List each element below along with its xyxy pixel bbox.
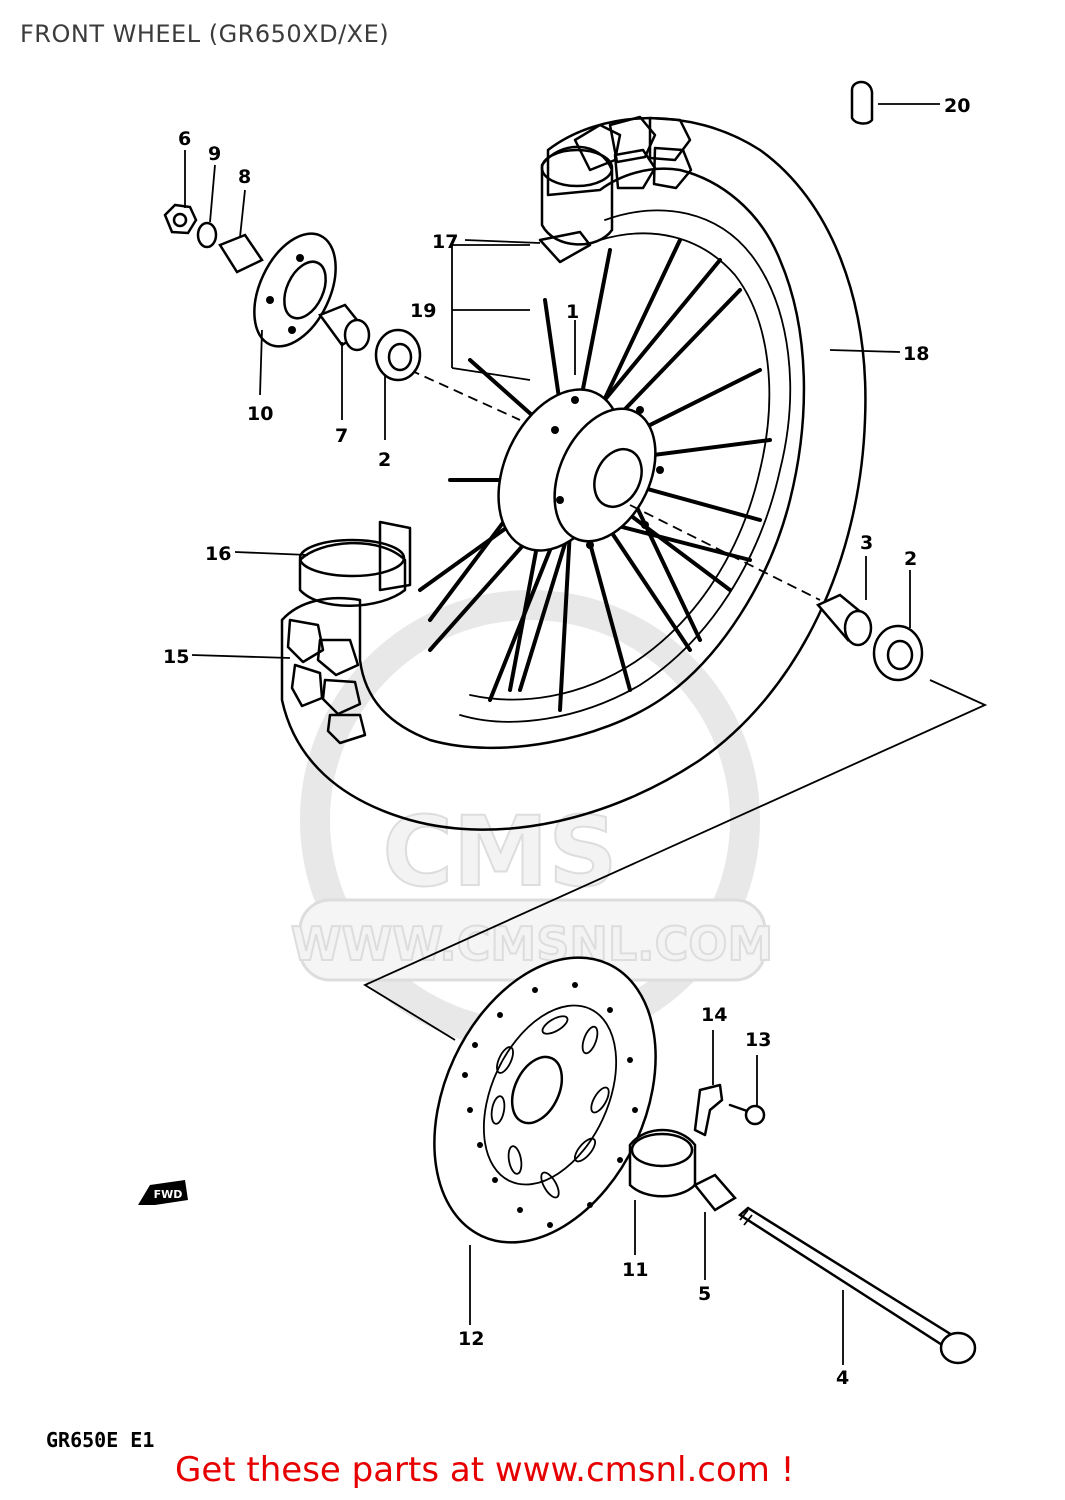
callout-20: 20 bbox=[944, 95, 970, 117]
callout-8: 8 bbox=[238, 166, 251, 188]
forward-direction-badge: FWD bbox=[138, 1180, 188, 1205]
get-parts-link[interactable]: Get these parts at www.cmsnl.com ! bbox=[175, 1450, 795, 1490]
axle-centerline-left bbox=[409, 369, 521, 421]
wheel-hub bbox=[497, 388, 664, 552]
wheel-assembly bbox=[280, 115, 867, 831]
leader-lines bbox=[184, 103, 940, 1365]
right-hub-parts bbox=[815, 80, 924, 682]
callout-18: 18 bbox=[903, 343, 929, 365]
watermark-url: WWW.CMSNL.COM bbox=[291, 917, 774, 971]
callout-17: 17 bbox=[432, 231, 458, 253]
diagram-title: FRONT WHEEL (GR650XD/XE) bbox=[20, 20, 390, 48]
disc-assembly-bracket bbox=[363, 679, 988, 1041]
callout-5: 5 bbox=[698, 1283, 711, 1305]
callout-16: 16 bbox=[205, 543, 231, 565]
callout-13: 13 bbox=[745, 1029, 771, 1051]
callout-3: 3 bbox=[860, 532, 873, 554]
callout-2-right: 2 bbox=[904, 548, 917, 570]
callout-1: 1 bbox=[566, 301, 579, 323]
fwd-label: FWD bbox=[154, 1188, 183, 1201]
axle-centerline-right bbox=[629, 504, 821, 601]
callout-7: 7 bbox=[335, 425, 348, 447]
disc-hardware bbox=[628, 1083, 977, 1365]
brake-disc bbox=[433, 956, 657, 1244]
tread-top bbox=[573, 115, 693, 190]
callout-6: 6 bbox=[178, 128, 191, 150]
callout-9: 9 bbox=[208, 143, 221, 165]
watermark-brand: CMS bbox=[382, 796, 617, 908]
callout-19: 19 bbox=[410, 300, 436, 322]
callout-10: 10 bbox=[247, 403, 273, 425]
callout-14: 14 bbox=[701, 1004, 727, 1026]
callout-15: 15 bbox=[163, 646, 189, 668]
callout-11: 11 bbox=[622, 1259, 648, 1281]
callouts: 6 9 8 10 7 2 17 19 1 18 20 16 15 3 2 14 … bbox=[163, 95, 970, 1389]
tread-bottom bbox=[286, 618, 367, 745]
diagram-code: GR650E E1 bbox=[46, 1428, 155, 1452]
callout-12: 12 bbox=[458, 1328, 484, 1350]
left-hub-parts bbox=[163, 203, 422, 382]
callout-4: 4 bbox=[836, 1367, 849, 1389]
callout-2-left: 2 bbox=[378, 449, 391, 471]
